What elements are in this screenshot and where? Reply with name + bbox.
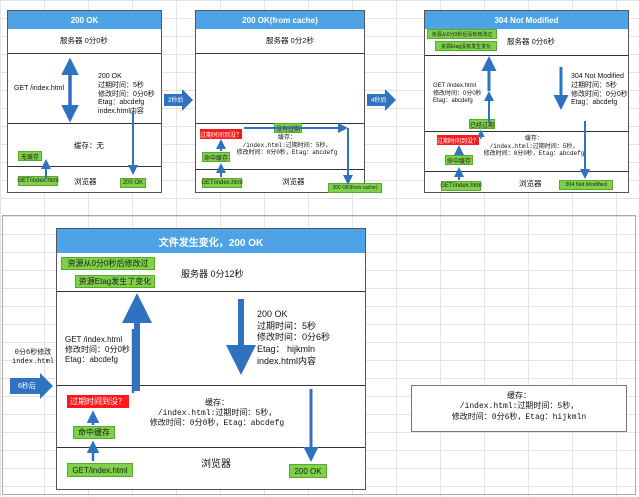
browser-label: 浏览器: [282, 177, 305, 186]
divider-line: [425, 55, 628, 56]
already-expired-tag: 已经过期: [469, 119, 495, 129]
result-tag: 200 OK(from cache): [328, 183, 382, 193]
result-tag: 304 Not Modified: [559, 180, 613, 190]
server-label: 服务器 0分12秒: [181, 269, 244, 279]
panel-title: 304 Not Modified: [425, 11, 628, 29]
cache-text: 缓存：/index.html:过期时间：5秒，修改时间：0分0秒，Etag：ab…: [236, 134, 338, 156]
no-cache-tag: 无缓存: [18, 151, 42, 161]
result-tag: 200 OK: [120, 178, 146, 188]
cache-text: 缓存：/index.html:过期时间：5秒，修改时间：0分0秒，Etag：ab…: [149, 399, 285, 428]
flow-arrows: [454, 56, 590, 180]
panel-file-changed: 文件发生变化，200 OK 资源从0分0秒后修改过 资源Etag发生了变化 服务…: [56, 228, 366, 490]
etag-changed-tag: 资源Etag发生了变化: [75, 275, 155, 288]
server-label: 服务器 0分2秒: [266, 36, 314, 45]
time-arrow-6s: 6秒后: [8, 372, 54, 400]
get-request-tag: GET/index.html: [67, 463, 133, 477]
panel-304-not-modified: 304 Not Modified 资源从0分0秒后没有修改过 资源Etag没有发…: [424, 10, 629, 193]
modified-tag: 资源从0分0秒后修改过: [61, 257, 155, 270]
etag-unchanged-tag: 资源Etag没有发生变化: [435, 41, 497, 51]
new-cache-line: 缓存：: [507, 392, 531, 401]
divider-line: [8, 166, 161, 167]
divider-line: [8, 53, 161, 54]
bottom-section-border: [2, 215, 636, 495]
cache-text: 缓存：/index.html:过期时间：5秒，修改时间：0分0秒，Etag：ab…: [483, 135, 585, 157]
browser-label: 浏览器: [74, 177, 97, 186]
get-request-tag: GET/index.html: [17, 176, 59, 186]
get-request-tag: GET/index.html: [440, 181, 482, 191]
time-arrow-4s: 4秒后: [365, 88, 397, 112]
cache-hit-tag: 命中缓存: [202, 152, 230, 162]
result-tag: 200 OK: [289, 464, 327, 478]
server-label: 服务器 0分0秒: [60, 36, 108, 45]
divider-line: [57, 291, 365, 292]
get-request-tag: GET/index.html: [201, 178, 243, 188]
cache-hit-tag: 命中缓存: [73, 426, 115, 439]
divider-line: [57, 385, 365, 386]
panel-title: 文件发生变化，200 OK: [57, 229, 365, 253]
divider-line: [8, 123, 161, 124]
request-arrow: [41, 57, 138, 179]
new-cache-line: /index.html:过期时间：5秒，: [459, 402, 579, 412]
divider-line: [425, 131, 628, 132]
cache-label: 缓存：无: [74, 141, 104, 150]
expired-question-tag: 过期时间到没？: [67, 395, 129, 408]
browser-label: 浏览器: [519, 179, 542, 188]
panel-200-from-cache: 200 OK(from cache) 服务器 0分2秒 过期时间到没？ 没有过期…: [195, 10, 382, 193]
cache-hit-tag: 命中缓存: [445, 155, 473, 165]
server-label: 服务器 0分6秒: [507, 37, 555, 46]
new-cache-line: 修改时间：0分6秒，Etag：hijkmln: [451, 412, 587, 422]
divider-line: [196, 169, 364, 170]
divider-line: [57, 447, 365, 448]
flow-arrows: [86, 293, 319, 462]
not-modified-tag: 资源从0分0秒后没有修改过: [427, 29, 497, 39]
request-label: GET /index.html: [14, 85, 65, 92]
new-cache-box: 缓存： /index.html:过期时间：5秒， 修改时间：0分6秒，Etag：…: [411, 385, 627, 432]
divider-line: [425, 171, 628, 172]
browser-label: 浏览器: [201, 459, 231, 470]
flow-arrows: [216, 123, 353, 185]
expired-question-tag: 过期时间到没？: [437, 135, 479, 145]
divider-line: [196, 53, 364, 54]
panel-title: 200 OK: [8, 11, 161, 29]
time-arrow-2s: 2秒后: [162, 88, 194, 112]
expired-question-tag: 过期时间到没？: [200, 129, 242, 139]
panel-title: 200 OK(from cache): [196, 11, 364, 29]
